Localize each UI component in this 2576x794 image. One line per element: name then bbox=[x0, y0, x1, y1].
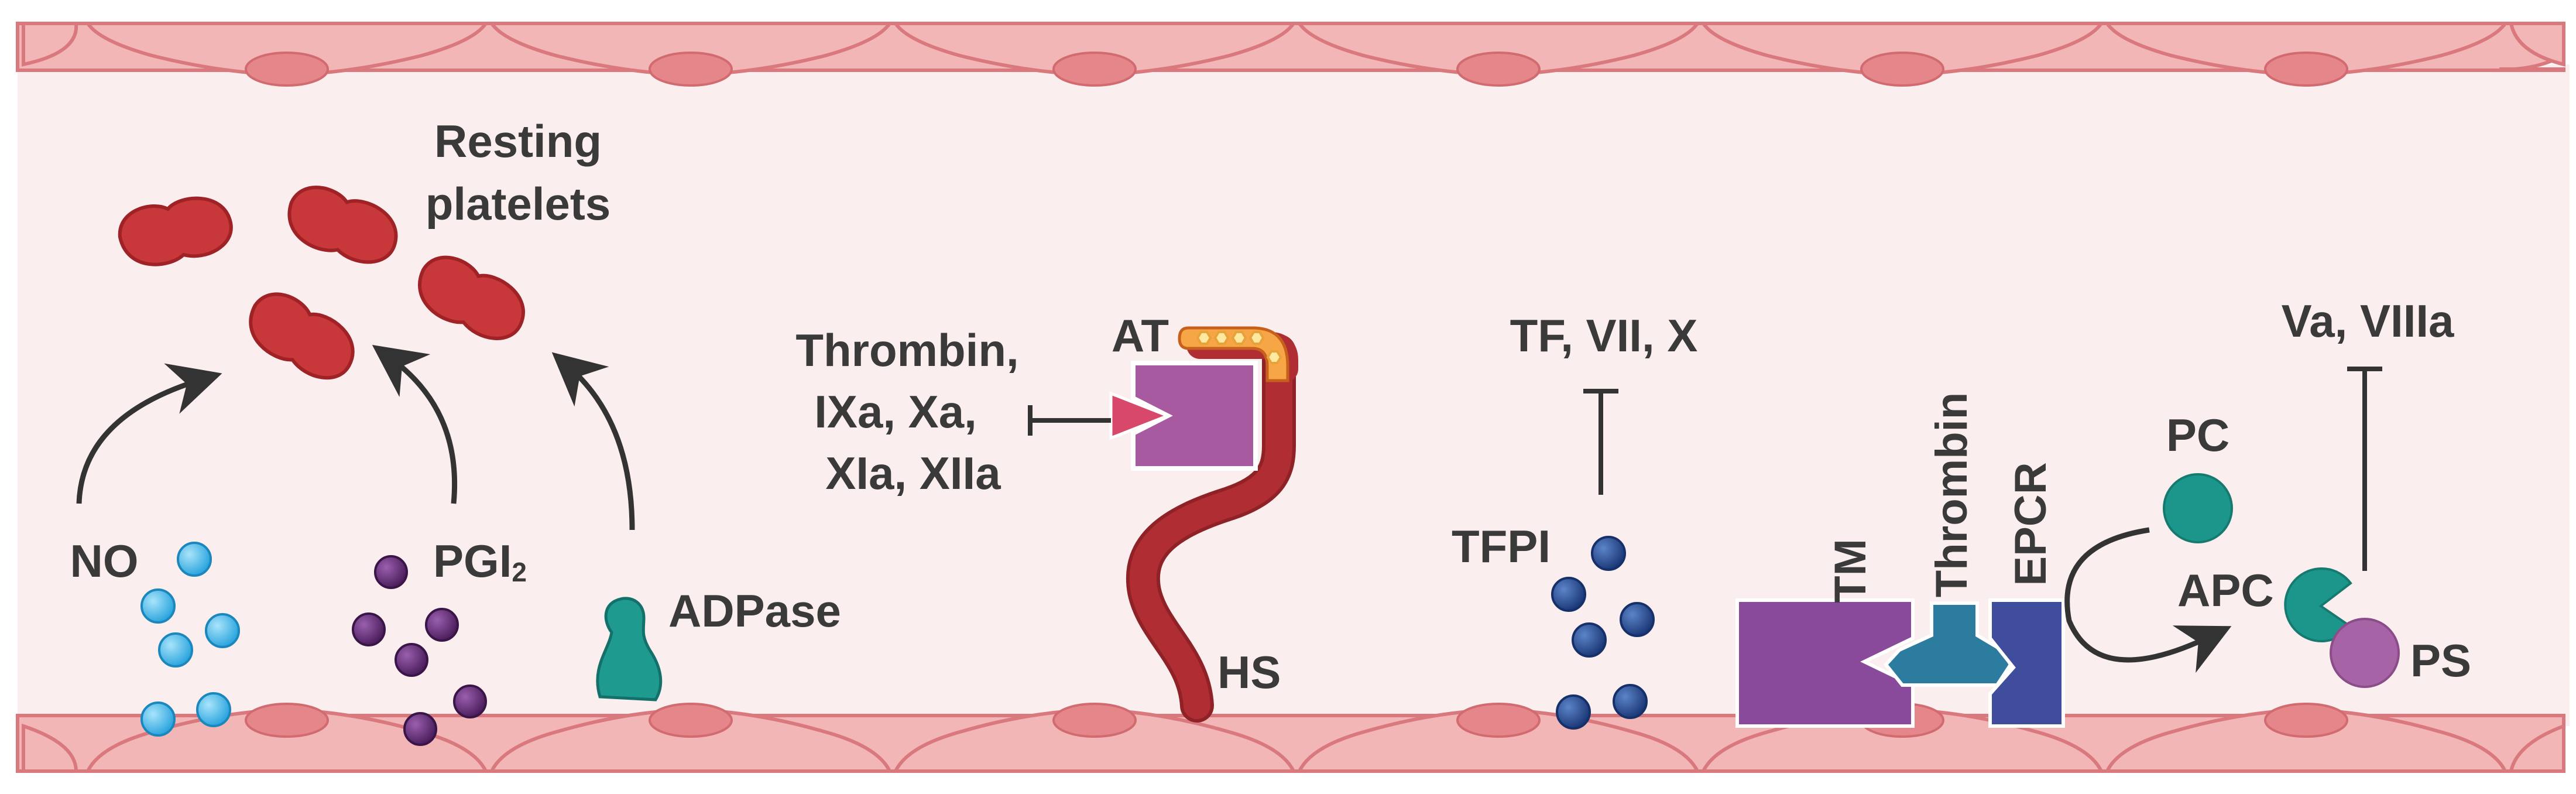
thrombin-targets-line2: IXa, Xa, bbox=[814, 386, 977, 437]
pgi2-label: PGI2 bbox=[433, 535, 527, 587]
at-reactive-loop bbox=[1109, 391, 1172, 440]
epcr-receptor bbox=[1988, 598, 2065, 728]
pgi2-molecule bbox=[395, 643, 428, 677]
tfpi-molecule bbox=[1620, 602, 1655, 637]
nucleus bbox=[1456, 703, 1541, 738]
thrombin-targets-line3: XIa, XIIa bbox=[825, 447, 1001, 499]
tfpi-molecule bbox=[1556, 694, 1591, 730]
va-viiia-label: Va, VIIIa bbox=[2282, 295, 2454, 347]
no-molecules bbox=[140, 542, 240, 737]
pgi2-molecule bbox=[453, 685, 487, 718]
at-protein bbox=[1131, 361, 1258, 471]
no-molecule bbox=[158, 632, 193, 668]
endothelial-cell bbox=[2509, 723, 2565, 773]
arrow-adpase-to-platelets bbox=[551, 352, 635, 531]
thrombin-label: Thrombin bbox=[1927, 392, 1977, 597]
nucleus bbox=[245, 52, 329, 87]
tfpi-molecule bbox=[1572, 622, 1607, 658]
endothelial-cell bbox=[22, 723, 78, 773]
platelet bbox=[418, 255, 525, 340]
pc-protein bbox=[2163, 473, 2233, 543]
at-label: AT bbox=[1112, 310, 1169, 361]
platelet bbox=[249, 292, 355, 380]
pgi2-molecule bbox=[374, 555, 408, 589]
ps-label: PS bbox=[2410, 635, 2471, 686]
platelet bbox=[118, 196, 233, 266]
heparin-binding-beads bbox=[1178, 326, 1289, 382]
tm-label: TM bbox=[1826, 539, 1875, 603]
nucleus bbox=[649, 52, 733, 87]
nucleus bbox=[2264, 52, 2348, 87]
resting-platelets-label-line2: platelets bbox=[426, 178, 610, 230]
nucleus bbox=[649, 703, 733, 738]
tfpi-label: TFPI bbox=[1452, 521, 1551, 572]
tfpi-molecule bbox=[1591, 536, 1626, 571]
nucleus bbox=[1860, 52, 1944, 87]
pgi2-label-subscript: 2 bbox=[512, 557, 527, 587]
no-label: NO bbox=[70, 535, 139, 587]
nucleus bbox=[1052, 703, 1137, 738]
platelet bbox=[287, 186, 398, 264]
pgi2-molecule bbox=[403, 712, 437, 746]
adpase-label: ADPase bbox=[668, 585, 841, 636]
ps-protein bbox=[2330, 618, 2400, 688]
pgi2-label-base: PGI bbox=[433, 535, 512, 587]
pgi2-molecules bbox=[352, 555, 487, 746]
bottom-endothelium bbox=[16, 703, 2565, 773]
pgi2-molecule bbox=[425, 608, 459, 642]
arrow-pc-to-apc bbox=[2064, 527, 2232, 673]
no-molecule bbox=[205, 613, 240, 648]
epcr-label: EPCR bbox=[2006, 462, 2056, 586]
endothelial-cell bbox=[22, 22, 78, 67]
nucleus bbox=[1052, 52, 1137, 87]
nucleus bbox=[2264, 703, 2348, 738]
tm-receptor bbox=[1735, 598, 1915, 728]
endothelial-cell bbox=[2509, 22, 2565, 67]
arrow-pgi2-to-platelets bbox=[372, 344, 458, 504]
hs-label: HS bbox=[1217, 646, 1281, 698]
no-molecule bbox=[196, 692, 231, 727]
resting-platelets bbox=[118, 186, 525, 380]
pgi2-molecule bbox=[352, 612, 386, 646]
tfpi-molecule bbox=[1551, 577, 1586, 612]
tf-vii-x-label: TF, VII, X bbox=[1510, 310, 1698, 361]
apc-label: APC bbox=[2177, 564, 2274, 616]
no-molecule bbox=[140, 701, 176, 737]
no-molecule bbox=[177, 542, 212, 577]
resting-platelets-label-line1: Resting bbox=[434, 115, 602, 167]
nucleus bbox=[1456, 52, 1541, 87]
thrombin-targets-line1: Thrombin, bbox=[795, 324, 1018, 376]
tfpi-molecules bbox=[1551, 536, 1655, 730]
arrow-no-to-platelets bbox=[76, 363, 222, 504]
pc-label: PC bbox=[2166, 409, 2229, 461]
no-molecule bbox=[140, 588, 176, 624]
tfpi-molecule bbox=[1613, 684, 1648, 719]
top-endothelium bbox=[16, 22, 2565, 87]
nucleus bbox=[245, 703, 329, 738]
adpase-protein bbox=[596, 597, 663, 701]
